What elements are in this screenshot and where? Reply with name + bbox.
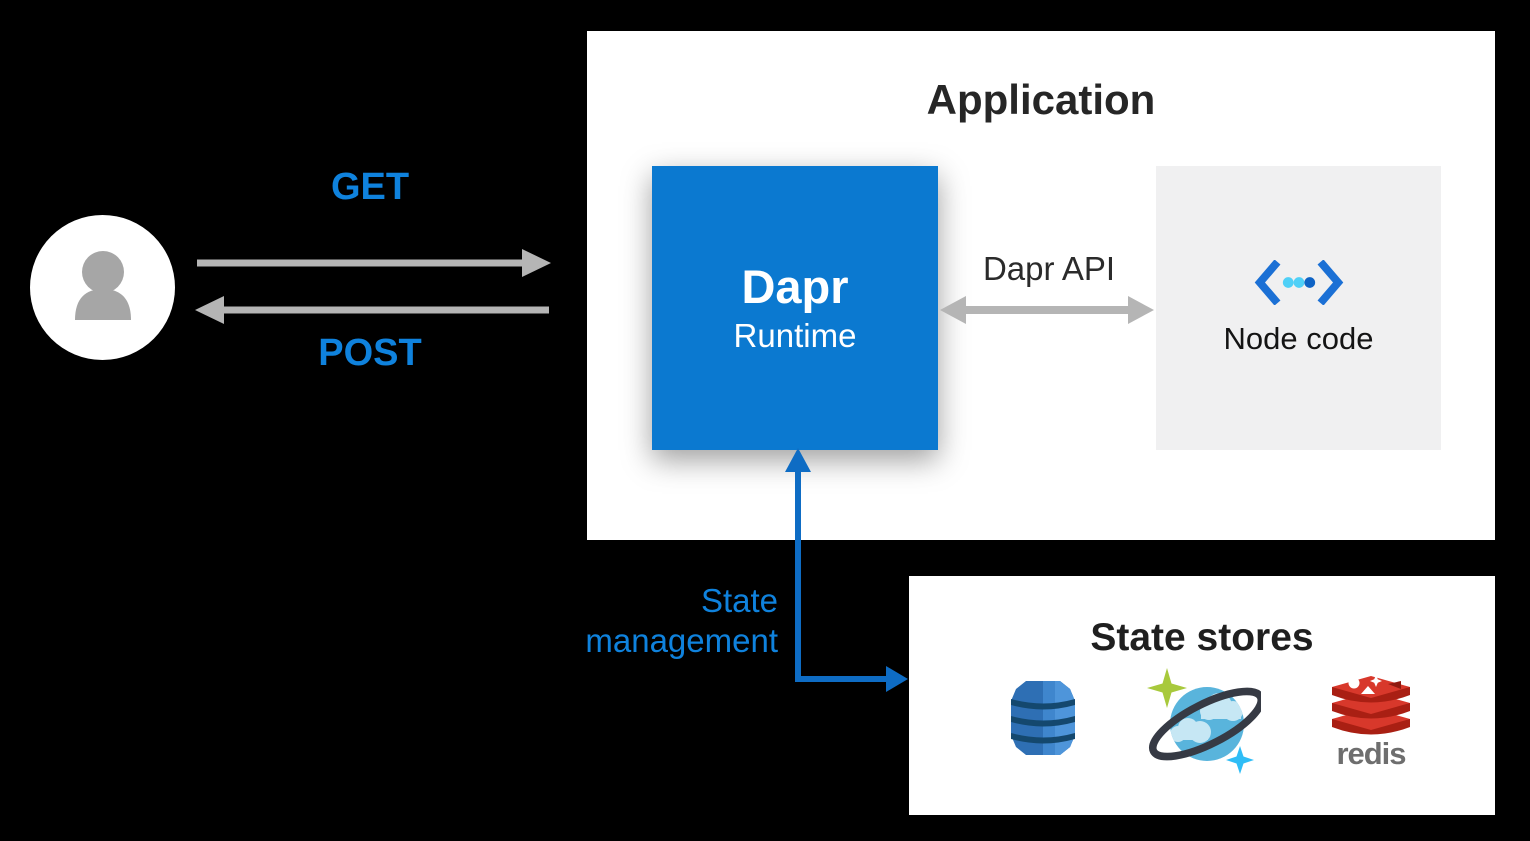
get-label: GET: [330, 166, 410, 208]
dapr-api-label: Dapr API: [982, 250, 1116, 287]
state-stores-panel: State stores redis: [909, 576, 1495, 815]
user-avatar: [30, 215, 175, 360]
dapr-runtime-box: Dapr Runtime: [652, 166, 938, 450]
post-arrow: [195, 296, 549, 324]
dapr-box-title: Dapr: [741, 260, 849, 314]
redis-wordmark: redis: [1336, 736, 1405, 768]
application-panel: Application Dapr Runtime Dapr API Node c…: [587, 31, 1495, 540]
state-management-line1: State: [700, 582, 778, 619]
person-icon: [75, 251, 131, 320]
node-code-box: Node code: [1156, 166, 1441, 450]
dapr-box-subtitle: Runtime: [733, 316, 857, 354]
dynamodb-icon: [1011, 681, 1075, 755]
cosmos-db-icon: [1147, 668, 1261, 774]
post-label: POST: [318, 332, 422, 374]
state-stores-title: State stores: [1090, 616, 1314, 659]
node-code-label: Node code: [1223, 320, 1374, 356]
code-icon: [1254, 259, 1343, 305]
state-management-label: State management: [540, 581, 778, 661]
get-arrow: [197, 249, 551, 277]
redis-icon: redis: [1332, 675, 1410, 768]
state-management-line2: management: [585, 622, 778, 659]
application-title: Application: [926, 76, 1156, 123]
